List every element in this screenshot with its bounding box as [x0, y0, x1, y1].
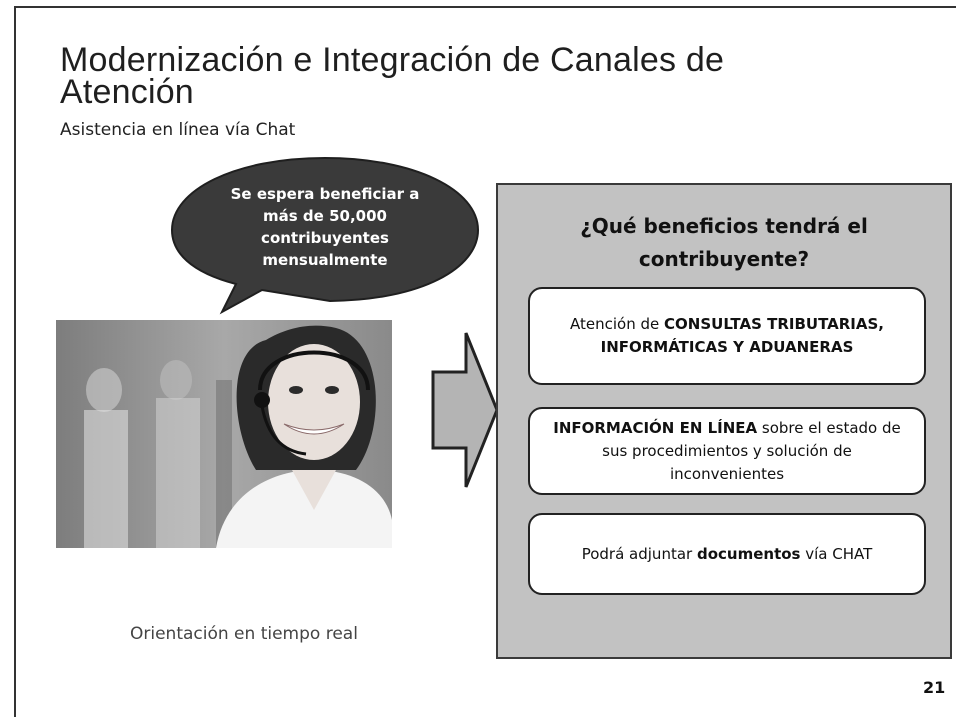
- benefit-bold-text: INFORMACIÓN EN LÍNEA: [553, 418, 758, 437]
- benefit-text: vía CHAT: [800, 544, 873, 563]
- slide-subtitle: Asistencia en línea vía Chat: [60, 120, 296, 140]
- benefits-panel: ¿Qué beneficios tendrá el contribuyente?…: [496, 183, 952, 659]
- benefit-bold-text: documentos: [696, 544, 801, 563]
- slide-title: Modernización e Integración de Canales d…: [60, 41, 725, 111]
- photo-caption: Orientación en tiempo real: [130, 624, 358, 644]
- page-number: 21: [923, 678, 946, 697]
- arrow-right-icon: [431, 332, 499, 488]
- benefit-text: Podrá adjuntar: [581, 544, 697, 563]
- bubble-text: Se espera beneficiar a más de 50,000 con…: [230, 185, 420, 269]
- benefit-informacion: INFORMACIÓN EN LÍNEA sobre el estado de …: [528, 407, 926, 495]
- benefit-text: sobre el estado de sus procedimientos y …: [602, 418, 901, 483]
- benefit-consultas: Atención de CONSULTAS TRIBUTARIAS, INFOR…: [528, 287, 926, 385]
- benefit-text: Atención de: [570, 315, 665, 333]
- benefit-bold-text: CONSULTAS TRIBUTARIAS, INFORMÁTICAS Y AD…: [600, 315, 884, 356]
- benefit-documentos: Podrá adjuntar documentos vía CHAT: [528, 513, 926, 595]
- speech-bubble: [170, 156, 480, 315]
- slide-frame: [14, 6, 956, 717]
- panel-title: ¿Qué beneficios tendrá el contribuyente?: [580, 214, 868, 271]
- agent-photo: [56, 320, 392, 548]
